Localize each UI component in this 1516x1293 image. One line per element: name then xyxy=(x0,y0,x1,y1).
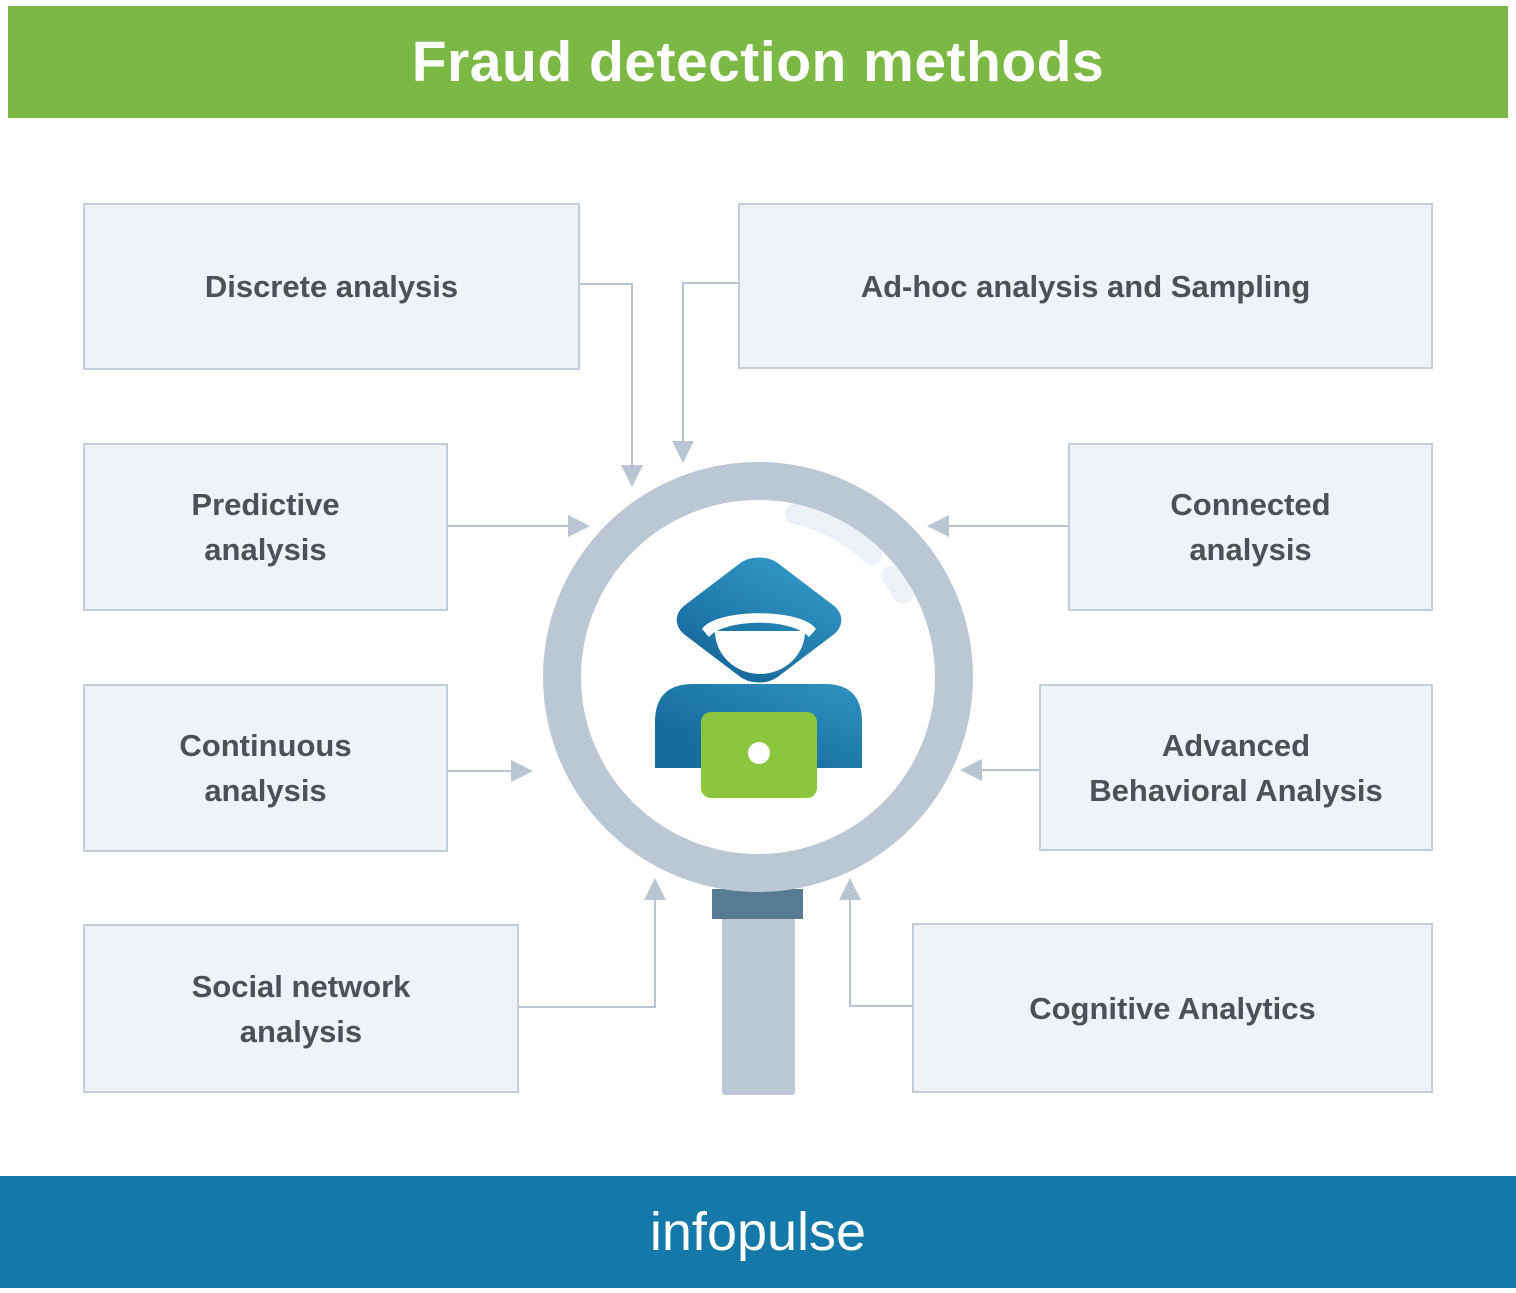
arrowhead-left-icon xyxy=(927,515,949,537)
connector-cognitive xyxy=(839,878,912,1007)
method-box-connected-analysis: Connected analysis xyxy=(1068,443,1433,611)
connector-advanced-behavioral xyxy=(960,759,1039,781)
method-label: Predictive analysis xyxy=(191,487,340,567)
magnifier-lens xyxy=(543,462,973,892)
method-label: Social network analysis xyxy=(191,968,411,1049)
method-label: Connected analysis xyxy=(1170,487,1331,567)
hacker-hood xyxy=(676,557,842,683)
lens-highlight xyxy=(881,566,913,604)
hacker-face xyxy=(715,631,805,674)
arrowhead-down-icon xyxy=(672,441,694,463)
method-box-continuous-analysis: Continuous analysis xyxy=(83,684,448,852)
method-label: Ad-hoc analysis and Sampling xyxy=(860,268,1311,304)
arrowhead-left-icon xyxy=(960,759,982,781)
laptop-icon xyxy=(701,712,817,798)
method-box-advanced-behavioral-analysis: Advanced Behavioral Analysis xyxy=(1039,684,1433,851)
arrowhead-right-icon xyxy=(568,515,590,537)
arrowhead-down-icon xyxy=(621,465,643,487)
connector-discrete xyxy=(580,283,643,487)
method-label: Advanced Behavioral Analysis xyxy=(1089,727,1383,808)
method-label: Cognitive Analytics xyxy=(1029,990,1316,1026)
arrowhead-up-icon xyxy=(839,878,861,900)
magnifier-handle xyxy=(722,905,795,1095)
header-bar: Fraud detection methods xyxy=(8,6,1508,118)
page-title: Fraud detection methods xyxy=(411,30,1105,94)
connector-continuous xyxy=(448,760,533,782)
connector-adhoc xyxy=(672,282,738,463)
hacker-shoulders xyxy=(655,684,862,768)
footer-bar: infopulse xyxy=(0,1176,1516,1288)
connector-connected xyxy=(927,515,1068,537)
method-box-adhoc-analysis-and-sampling: Ad-hoc analysis and Sampling xyxy=(738,203,1433,369)
arrowhead-up-icon xyxy=(644,878,666,900)
arrowhead-right-icon xyxy=(511,760,533,782)
method-label: Discrete analysis xyxy=(204,269,459,304)
fraudster-icon xyxy=(655,557,862,798)
lens-highlight xyxy=(785,504,882,565)
magnifying-glass-icon xyxy=(543,462,973,1095)
method-box-cognitive-analytics: Cognitive Analytics xyxy=(912,923,1433,1093)
magnifier-neck xyxy=(712,889,803,919)
connector-social-network xyxy=(519,878,666,1008)
method-box-discrete-analysis: Discrete analysis xyxy=(83,203,580,370)
method-label: Continuous analysis xyxy=(179,728,352,808)
connector-predictive xyxy=(448,515,590,537)
infopulse-logo: infopulse xyxy=(649,1202,867,1262)
method-box-predictive-analysis: Predictive analysis xyxy=(83,443,448,611)
hacker-cap-brim xyxy=(702,613,816,637)
method-box-social-network-analysis: Social network analysis xyxy=(83,924,519,1093)
laptop-logo-dot xyxy=(748,742,770,764)
